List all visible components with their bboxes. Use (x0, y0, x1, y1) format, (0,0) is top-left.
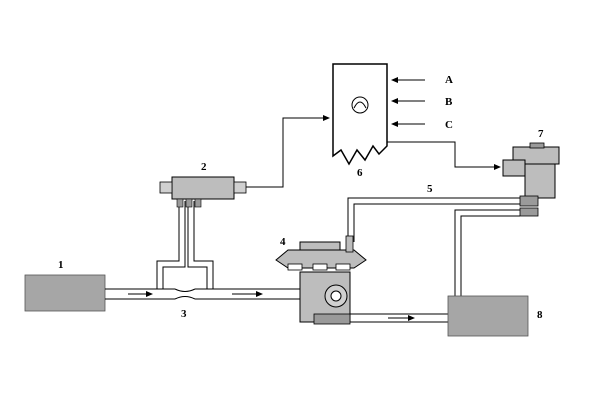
tube-5 (347, 197, 520, 242)
tube-7-to-8 (454, 209, 520, 296)
outlet-pipe (350, 313, 448, 323)
input-label-a: A (445, 74, 453, 86)
label-2: 2 (201, 161, 207, 173)
component-4-valve (275, 235, 367, 325)
label-7: 7 (538, 128, 544, 140)
sensing-tubes (156, 201, 214, 289)
gauge-arc (353, 101, 367, 109)
label-5: 5 (427, 183, 433, 195)
component-1-box (24, 274, 106, 312)
signal-line-2-to-6 (246, 115, 330, 188)
component-2 (159, 176, 247, 208)
signal-line-6-to-7 (387, 141, 501, 170)
label-6: 6 (357, 167, 363, 179)
component-8-box (447, 295, 529, 337)
component-7-valve (502, 142, 560, 217)
component-6-controller (332, 63, 388, 166)
label-3: 3 (181, 308, 187, 320)
input-label-c: C (445, 119, 453, 131)
label-4: 4 (280, 236, 286, 248)
label-1: 1 (58, 259, 64, 271)
gauge-icon (351, 96, 369, 114)
label-8: 8 (537, 309, 543, 321)
input-label-b: B (445, 96, 453, 108)
